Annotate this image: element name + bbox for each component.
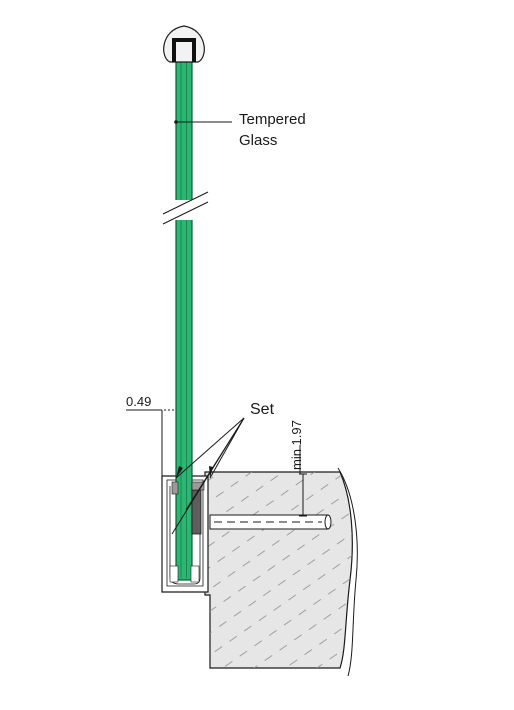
glass-label-line2: Glass	[239, 132, 277, 149]
glass-lower	[175, 217, 193, 581]
top-cap-rail	[163, 25, 205, 63]
leader-lines	[126, 120, 307, 535]
dim-right-label: min 1.97	[289, 420, 304, 470]
set-label: Set	[250, 401, 275, 418]
substrate-hatch	[205, 472, 353, 668]
anchor-bolt	[209, 514, 332, 530]
glass-break-symbol	[162, 191, 209, 225]
glass-upper	[175, 55, 193, 203]
dim-left-label: 0.49	[126, 394, 151, 409]
substrate-break-line	[337, 467, 358, 677]
concrete-substrate	[204, 467, 358, 677]
glass-label-line1: Tempered	[239, 111, 306, 128]
tempered-glass-panel	[175, 55, 193, 581]
set-arrowheads	[176, 466, 213, 478]
setting-shims	[169, 481, 205, 583]
